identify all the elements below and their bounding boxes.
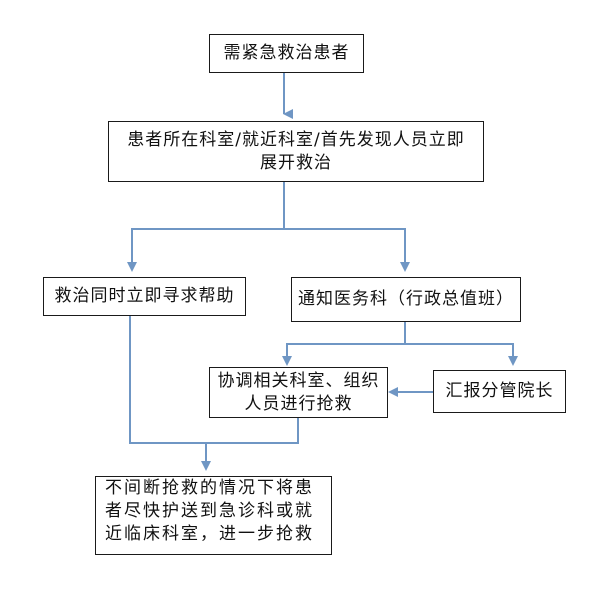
node-notify-label: 通知医务科（行政总值班） [298,289,514,309]
node-start: 需紧急救治患者 [209,34,364,73]
connector-notify-branch [286,322,406,362]
node-transfer-line3: 近临床科室，进一步抢救 [105,524,314,544]
node-report-label: 汇报分管院长 [445,381,554,401]
node-transfer-line2: 者尽快护送到急诊科或就 [105,501,314,521]
connector-notify-to-report [405,343,514,362]
node-report: 汇报分管院长 [433,370,566,413]
connector-rescue-branch-right [284,228,406,270]
arrow-branch-right-head [400,262,410,272]
node-rescue-start-line1: 患者所在科室/就近科室/首先发现人员立即 [127,129,465,150]
node-seek-help-label: 救治同时立即寻求帮助 [54,286,235,306]
node-seek-help: 救治同时立即寻求帮助 [43,277,246,316]
node-transfer-line1: 不间断抢救的情况下将患 [105,478,314,498]
arrow-branch-left-head [127,262,137,272]
connector-rescue-branch [131,182,285,270]
node-notify: 通知医务科（行政总值班） [291,277,521,322]
arrow-to-coordinate-head [282,356,292,366]
node-rescue-start-line2: 展开救治 [260,152,332,173]
node-transfer: 不间断抢救的情况下将患 者尽快护送到急诊科或就 近临床科室，进一步抢救 [95,476,332,555]
node-coordinate: 协调相关科室、组织 人员进行抢救 [209,367,388,418]
connector-seek-help-down [129,316,206,444]
node-coordinate-line1: 协调相关科室、组织 [217,370,380,391]
arrow-report-to-coordinate-head [388,387,398,397]
node-coordinate-line2: 人员进行抢救 [244,393,353,414]
node-rescue-start: 患者所在科室/就近科室/首先发现人员立即 展开救治 [108,121,484,182]
node-start-label: 需紧急救治患者 [223,43,350,63]
connector-coordinate-down [206,418,299,444]
arrow-to-transfer-head [201,461,211,471]
arrow-to-report-head [508,356,518,366]
